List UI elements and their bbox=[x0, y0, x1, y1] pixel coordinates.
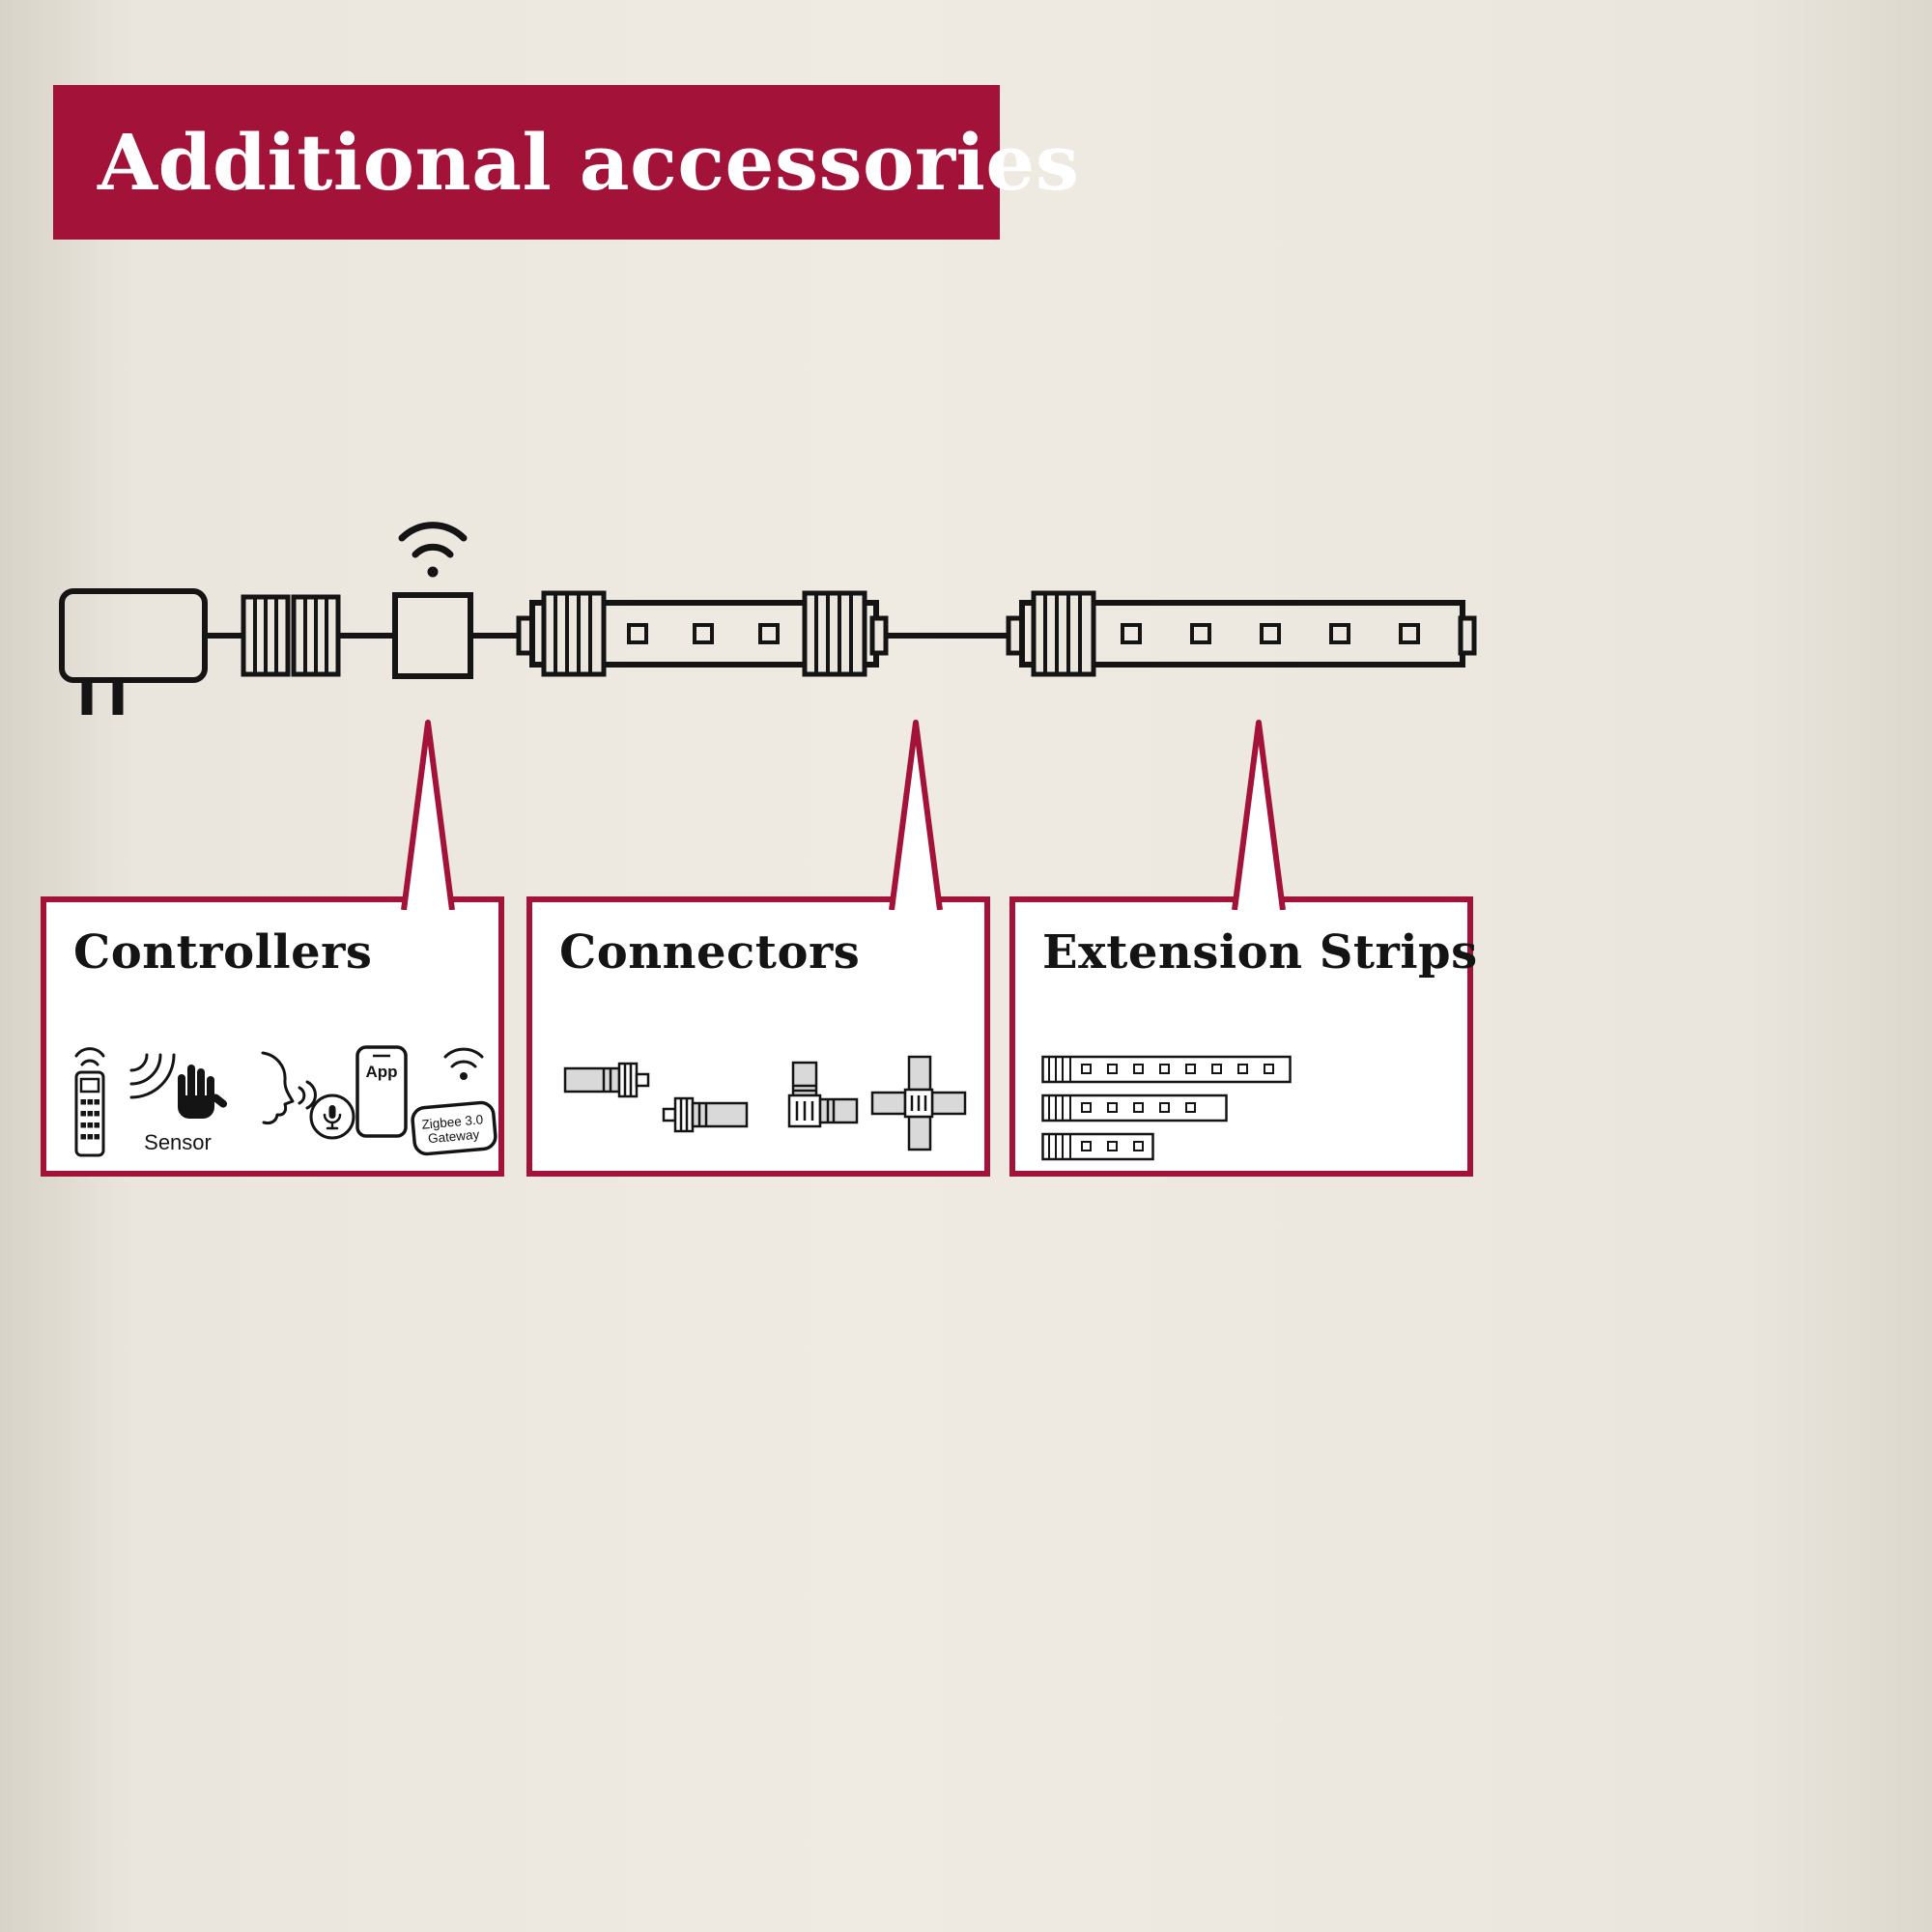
straight-connector-icon bbox=[563, 1059, 756, 1146]
corner-connector-icon bbox=[778, 1061, 861, 1148]
voice-assistant-icon bbox=[243, 1049, 357, 1146]
callout-title-controllers: Controllers bbox=[73, 925, 373, 980]
pointer-controllers bbox=[401, 720, 455, 910]
led-strip-1 bbox=[516, 590, 889, 677]
callout-title-connectors: Connectors bbox=[559, 925, 861, 980]
motion-sensor-icon: Sensor bbox=[122, 1045, 234, 1155]
wifi-controller-icon bbox=[392, 522, 473, 679]
callout-connectors: Connectors bbox=[526, 896, 990, 1177]
page-title: Additional accessories bbox=[98, 117, 1080, 208]
led-strip-2 bbox=[1006, 590, 1477, 677]
callout-title-extension-strips: Extension Strips bbox=[1042, 925, 1478, 980]
extension-strips-icon bbox=[1041, 1055, 1302, 1163]
led-system-diagram bbox=[59, 522, 1477, 715]
app-gateway-icon: App Zigbee 3.0 Gateway bbox=[354, 1043, 498, 1159]
remote-control-icon bbox=[68, 1043, 112, 1159]
clip-connector-icon bbox=[241, 594, 341, 677]
app-label: App bbox=[365, 1063, 398, 1081]
pointer-connectors bbox=[889, 720, 943, 910]
callout-controllers: Controllers bbox=[41, 896, 504, 1177]
sensor-label: Sensor bbox=[144, 1130, 212, 1154]
pointer-extension-strips bbox=[1232, 720, 1286, 910]
power-plug-icon bbox=[59, 588, 208, 715]
callout-extension-strips: Extension Strips bbox=[1009, 896, 1478, 1177]
cross-connector-icon bbox=[870, 1055, 967, 1151]
title-banner: Additional accessories bbox=[53, 85, 1079, 240]
